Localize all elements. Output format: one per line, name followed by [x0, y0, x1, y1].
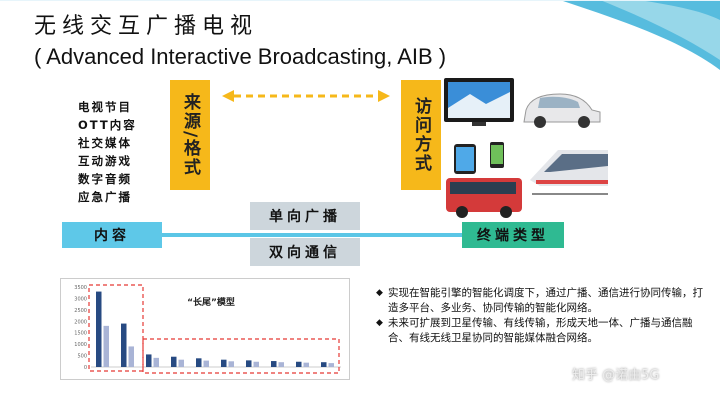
y-tick-label: 1500 [74, 331, 87, 337]
bar [221, 359, 227, 367]
tablet-icon [454, 144, 476, 174]
smartphone-icon [490, 142, 504, 168]
y-tick-label: 2000 [74, 319, 87, 325]
chart-title: “长尾”模型 [187, 296, 235, 308]
bar [171, 356, 177, 367]
double-arrow-icon [222, 90, 390, 102]
diamond-bullet-icon: ◆ [376, 318, 383, 328]
content-item: 社交媒体 [78, 136, 132, 150]
long-tail-chart: 3500 3000 2500 2000 1500 1000 500 0 “长尾”模型 [60, 278, 350, 380]
y-tick-label: 3000 [74, 296, 87, 302]
page-title-english: ( Advanced Interactive Broadcasting, AIB… [34, 44, 447, 69]
bar [321, 362, 327, 367]
content-box: 内容 [62, 222, 162, 248]
y-tick-label: 3500 [74, 285, 87, 291]
tail-highlight-box [142, 338, 340, 374]
bar [271, 361, 277, 367]
bar [153, 357, 159, 367]
bar [121, 323, 127, 367]
bar [253, 361, 259, 367]
bullet-item: ◆ 未来可扩展到卫星传输、有线传输，形成天地一体、广播与通信融合、有线无线卫星协… [376, 316, 706, 346]
source-format-box: 来源/格式 [170, 80, 210, 190]
bullet-text: 实现在智能引擎的智能化调度下，通过广播、通信进行协同传输，打造多平台、多业务、协… [388, 287, 703, 314]
y-tick-label: 0 [84, 365, 87, 371]
terminal-devices-illustration [444, 78, 608, 218]
content-type-list: 电视节目 OTT内容 社交媒体 互动游戏 数字音频 应急广播 [78, 98, 162, 206]
description-bullets: ◆ 实现在智能引擎的智能化调度下，通过广播、通信进行协同传输，打造多平台、多业务… [376, 286, 706, 346]
access-method-box: 访问方式 [401, 80, 441, 190]
bus-icon [446, 178, 522, 218]
bullet-text: 未来可扩展到卫星传输、有线传输，形成天地一体、广播与通信融合、有线无线卫星协同的… [388, 317, 693, 344]
train-icon [530, 150, 608, 195]
bar [146, 354, 152, 367]
bar [128, 346, 134, 367]
bar [96, 291, 102, 367]
y-tick-label: 2500 [74, 308, 87, 314]
long-tail-chart-svg: 3500 3000 2500 2000 1500 1000 500 0 “长尾”模型 [74, 284, 341, 374]
bar [278, 362, 284, 367]
bar [178, 359, 184, 367]
content-item: OTT内容 [78, 118, 137, 132]
bar [296, 361, 302, 367]
bar [303, 362, 309, 367]
unidirectional-broadcast-box: 单向广播 [250, 202, 360, 230]
bullet-item: ◆ 实现在智能引擎的智能化调度下，通过广播、通信进行协同传输，打造多平台、多业务… [376, 286, 706, 316]
y-tick-label: 500 [77, 354, 87, 360]
bidirectional-communication-box: 双向通信 [250, 238, 360, 266]
connection-line [160, 233, 470, 237]
diamond-bullet-icon: ◆ [376, 288, 383, 298]
page-title-chinese: 无线交互广播电视 [34, 14, 259, 39]
content-item: 数字音频 [78, 172, 132, 186]
content-item: 电视节目 [78, 100, 132, 114]
bar [103, 325, 109, 367]
bar [228, 361, 234, 367]
y-tick-label: 1000 [74, 342, 87, 348]
terminal-type-box: 终端类型 [462, 222, 564, 248]
bar [203, 360, 209, 367]
content-item: 互动游戏 [78, 154, 132, 168]
content-item: 应急广播 [78, 190, 132, 204]
bar [328, 363, 334, 367]
bar [246, 360, 252, 367]
car-icon [523, 93, 601, 128]
watermark: 知乎 @诺由5G [572, 368, 660, 383]
bar [196, 358, 202, 367]
tv-icon [444, 78, 514, 126]
